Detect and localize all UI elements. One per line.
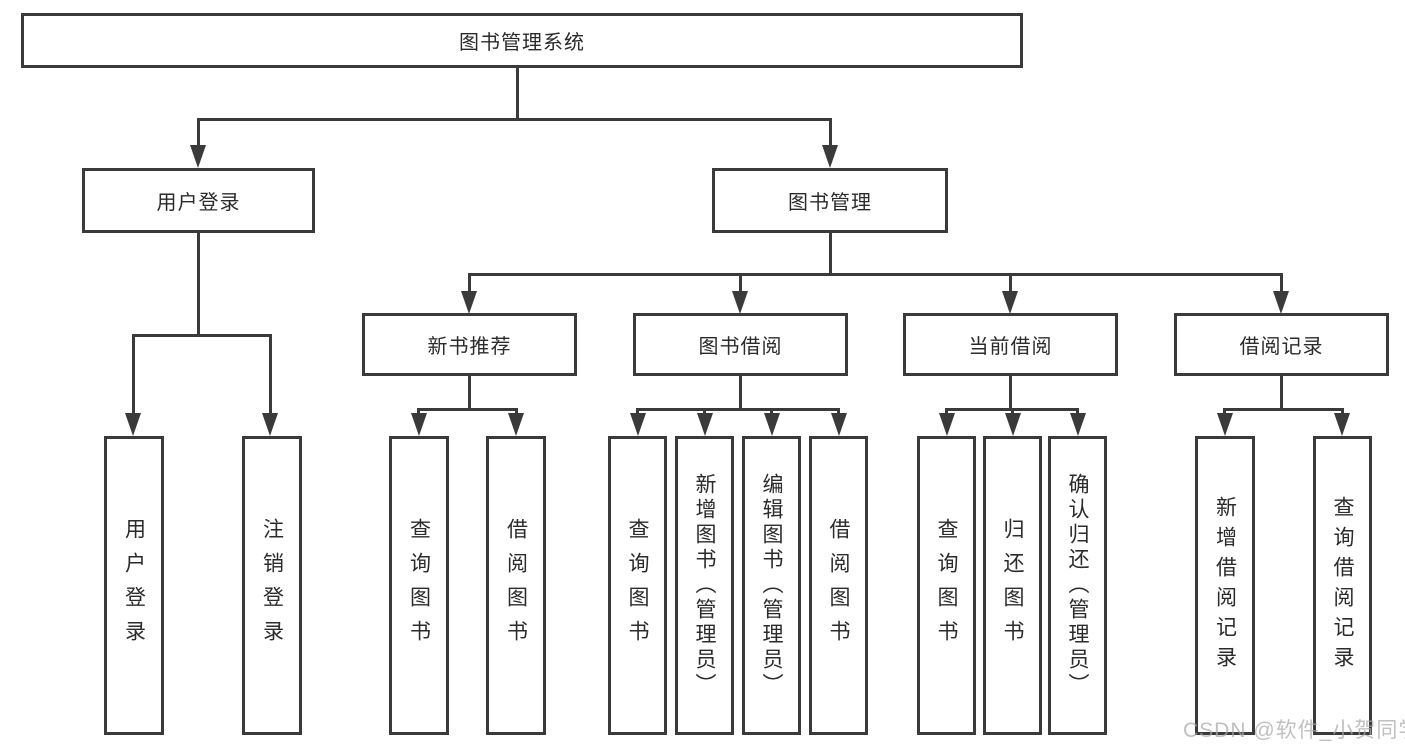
leaf-user-login: 用户登录 [104,436,164,735]
connector-stem [636,408,639,416]
node-label: 图书借阅 [698,336,783,358]
connector-stem [1009,273,1012,293]
arrow-down-icon [125,413,141,436]
connector-stem [837,408,840,416]
leaf-borrow-books: 借阅图书 [809,436,868,735]
node-label: 新书推荐 [427,336,512,358]
connector-bar [417,408,518,411]
leaf-logout: 注销登录 [242,436,302,735]
leaf-label: 查询借阅记录 [1331,495,1355,676]
leaf-label: 查询图书 [935,517,959,654]
connector-stem [703,408,706,416]
leaf-edit-books-admin: 编辑图书（管理员） [742,436,801,735]
csdn-watermark: CSDN @软件_小贺同学 [1183,719,1405,742]
connector-stem [1223,408,1226,416]
leaf-search-borrow-record: 查询借阅记录 [1313,436,1372,735]
leaf-label: 新增借阅记录 [1213,495,1237,676]
connector-stem [468,376,471,408]
arrow-down-icon [1002,291,1018,314]
connector-stem [269,334,272,414]
node-label: 图书管理系统 [459,32,585,54]
connector-level3-bar [468,273,1283,276]
leaf-label: 注销登录 [260,517,284,654]
arrow-down-icon [822,145,838,168]
connector-stem [1076,408,1079,416]
connector-root-stem [516,68,519,118]
connector-bar [132,334,272,337]
arrow-down-icon [262,413,278,436]
connector-stem [1341,408,1344,416]
node-borrow-records: 借阅记录 [1174,313,1389,376]
connector-stem [945,408,948,416]
connector-stem [1011,408,1014,416]
arrow-down-icon [831,413,847,436]
node-user-login: 用户登录 [82,168,315,233]
connector-stem [197,118,200,147]
arrow-down-icon [1070,413,1086,436]
arrow-down-icon [764,413,780,436]
leaf-borrow-books-recommend: 借阅图书 [486,436,546,735]
connector-stem [197,233,200,334]
connector-stem [132,334,135,414]
node-new-book-recommend: 新书推荐 [362,313,577,376]
arrow-down-icon [508,413,524,436]
connector-stem [1009,376,1012,408]
leaf-label: 用户登录 [122,517,146,654]
node-book-borrow: 图书借阅 [633,313,848,376]
arrow-down-icon [697,413,713,436]
leaf-return-books: 归还图书 [983,436,1042,735]
node-label: 借阅记录 [1239,336,1324,358]
connector-stem [770,408,773,416]
leaf-confirm-return-admin: 确认归还（管理员） [1048,436,1107,735]
leaf-add-books-admin: 新增图书（管理员） [675,436,734,735]
arrow-down-icon [411,413,427,436]
connector-stem [468,273,471,293]
connector-stem [417,408,420,416]
node-label: 图书管理 [788,192,872,214]
leaf-label: 查询图书 [626,517,650,654]
node-label: 当前借阅 [968,336,1053,358]
connector-stem [829,118,832,147]
node-current-borrow: 当前借阅 [903,313,1118,376]
connector-level2-bar [197,118,832,121]
arrow-down-icon [1217,413,1233,436]
arrow-down-icon [190,145,206,168]
arrow-down-icon [1273,291,1289,314]
arrow-down-icon [461,291,477,314]
arrow-down-icon [630,413,646,436]
leaf-label: 确认归还（管理员） [1066,473,1090,698]
leaf-label: 借阅图书 [504,517,528,654]
connector-bar [636,408,840,411]
node-label: 用户登录 [156,192,241,214]
leaf-search-books-recommend: 查询图书 [389,436,449,735]
leaf-label: 查询图书 [407,517,431,654]
leaf-label: 编辑图书（管理员） [760,473,784,698]
connector-stem [829,233,832,273]
connector-stem [1280,273,1283,293]
leaf-add-borrow-record: 新增借阅记录 [1195,436,1255,735]
connector-stem [739,273,742,293]
leaf-label: 借阅图书 [827,517,851,654]
arrow-down-icon [1334,413,1350,436]
node-book-management: 图书管理 [712,168,948,233]
connector-bar [1223,408,1344,411]
leaf-search-books-borrow: 查询图书 [608,436,667,735]
connector-stem [1280,376,1283,408]
leaf-label: 新增图书（管理员） [693,473,717,698]
arrow-down-icon [939,413,955,436]
leaf-label: 归还图书 [1001,517,1025,654]
arrow-down-icon [1005,413,1021,436]
arrow-down-icon [732,291,748,314]
leaf-search-books-current: 查询图书 [917,436,976,735]
connector-stem [515,408,518,416]
node-library-management-system: 图书管理系统 [21,13,1023,68]
connector-stem [739,376,742,408]
